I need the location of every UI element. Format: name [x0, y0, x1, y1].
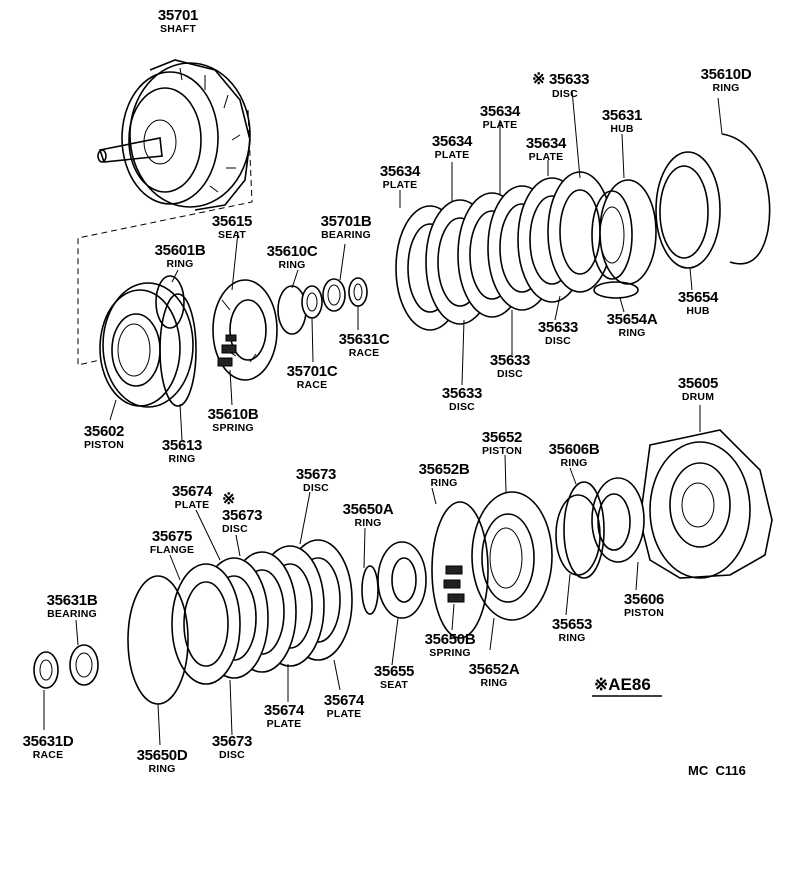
seat-35615-illustration [212, 279, 278, 381]
legend-mark: ※ [594, 675, 609, 694]
diagram-code: MC C116 [688, 763, 746, 778]
legend-text: AE86 [608, 675, 651, 694]
drum-35605-illustration [639, 429, 773, 579]
spring-35610b-illustration [217, 334, 237, 367]
ring-35650a-illustration [361, 565, 379, 615]
bottom-clutch-pack-illustration [171, 539, 353, 685]
ring-35652b-illustration [431, 501, 489, 639]
bearing-35631b-illustration [69, 644, 99, 686]
seat-35655-illustration [377, 541, 427, 619]
assembly-guide-line [77, 109, 253, 366]
ring-35606b-illustration [563, 481, 605, 579]
race-35701c-illustration [301, 285, 323, 319]
bearing-35701b-illustration [322, 278, 346, 312]
race-35631d-illustration [33, 651, 59, 689]
ring-35653-illustration [555, 494, 601, 576]
ring-35610d-illustration [721, 133, 771, 265]
ring-35654a-illustration [593, 281, 639, 299]
ring-35610c-illustration [277, 285, 307, 335]
leader-lines [43, 89, 723, 746]
ring-35613-illustration [159, 293, 197, 407]
legend-ae86: ※AE86 [594, 676, 651, 693]
top-clutch-pack-illustration [395, 171, 613, 331]
hub-35631-illustration [591, 179, 657, 285]
spring-35650b-illustration [443, 565, 465, 603]
hub-35654-illustration [655, 151, 721, 269]
piston-35652-illustration [471, 491, 553, 621]
shaft-drum-illustration [97, 59, 251, 211]
ring-35601b-illustration [155, 275, 185, 329]
race-35631c-illustration [348, 277, 368, 307]
piston-35602-illustration [99, 282, 194, 408]
